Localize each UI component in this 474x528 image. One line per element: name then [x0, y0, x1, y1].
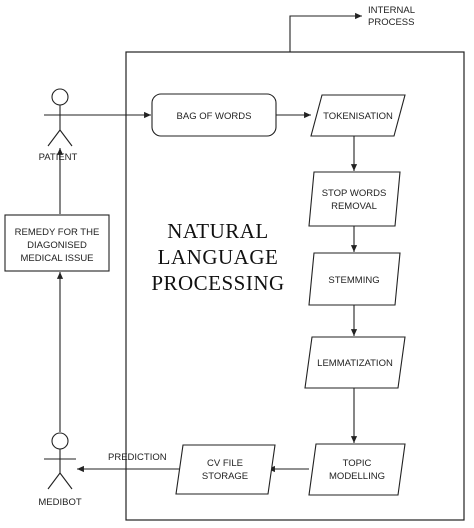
patient-actor-icon — [44, 88, 76, 147]
stemming-box — [308, 252, 401, 306]
topic-modelling-box — [308, 443, 406, 496]
nlp-title: LANGUAGE — [158, 245, 279, 269]
stop-words-label: STOP WORDS — [322, 188, 387, 199]
nlp-title: NATURAL — [167, 219, 269, 243]
stemming-label: STEMMING — [328, 275, 379, 286]
topic-modelling-label: MODELLING — [329, 471, 385, 482]
topic-modelling-label: TOPIC — [343, 458, 372, 469]
internal-process-connector — [289, 12, 362, 52]
internal-process-label: INTERNAL — [368, 5, 415, 16]
stop-words-box — [308, 171, 401, 227]
bag-of-words-label: BAG OF WORDS — [177, 111, 252, 122]
nlp-title: PROCESSING — [151, 271, 284, 295]
patient-label: PATIENT — [39, 152, 78, 163]
cv-storage-label: CV FILE — [207, 458, 243, 469]
tokenisation-box — [310, 94, 406, 137]
remedy-text: DIAGONISED — [27, 240, 87, 251]
lemmatization-box — [304, 336, 406, 389]
cv-storage-label: STORAGE — [202, 471, 248, 482]
medibot-actor-icon — [44, 432, 76, 490]
nlp-container — [125, 51, 465, 521]
prediction-label: PREDICTION — [108, 452, 167, 463]
remedy-text: REMEDY FOR THE — [15, 227, 100, 238]
remedy-text: MEDICAL ISSUE — [20, 253, 93, 264]
stop-words-label: REMOVAL — [331, 201, 377, 212]
internal-process-label: PROCESS — [368, 17, 414, 28]
medibot-label: MEDIBOT — [38, 497, 81, 508]
lemmatization-label: LEMMATIZATION — [317, 358, 393, 369]
remedy-box — [4, 214, 110, 272]
tokenisation-label: TOKENISATION — [323, 111, 393, 122]
cv-storage-box — [175, 444, 276, 495]
